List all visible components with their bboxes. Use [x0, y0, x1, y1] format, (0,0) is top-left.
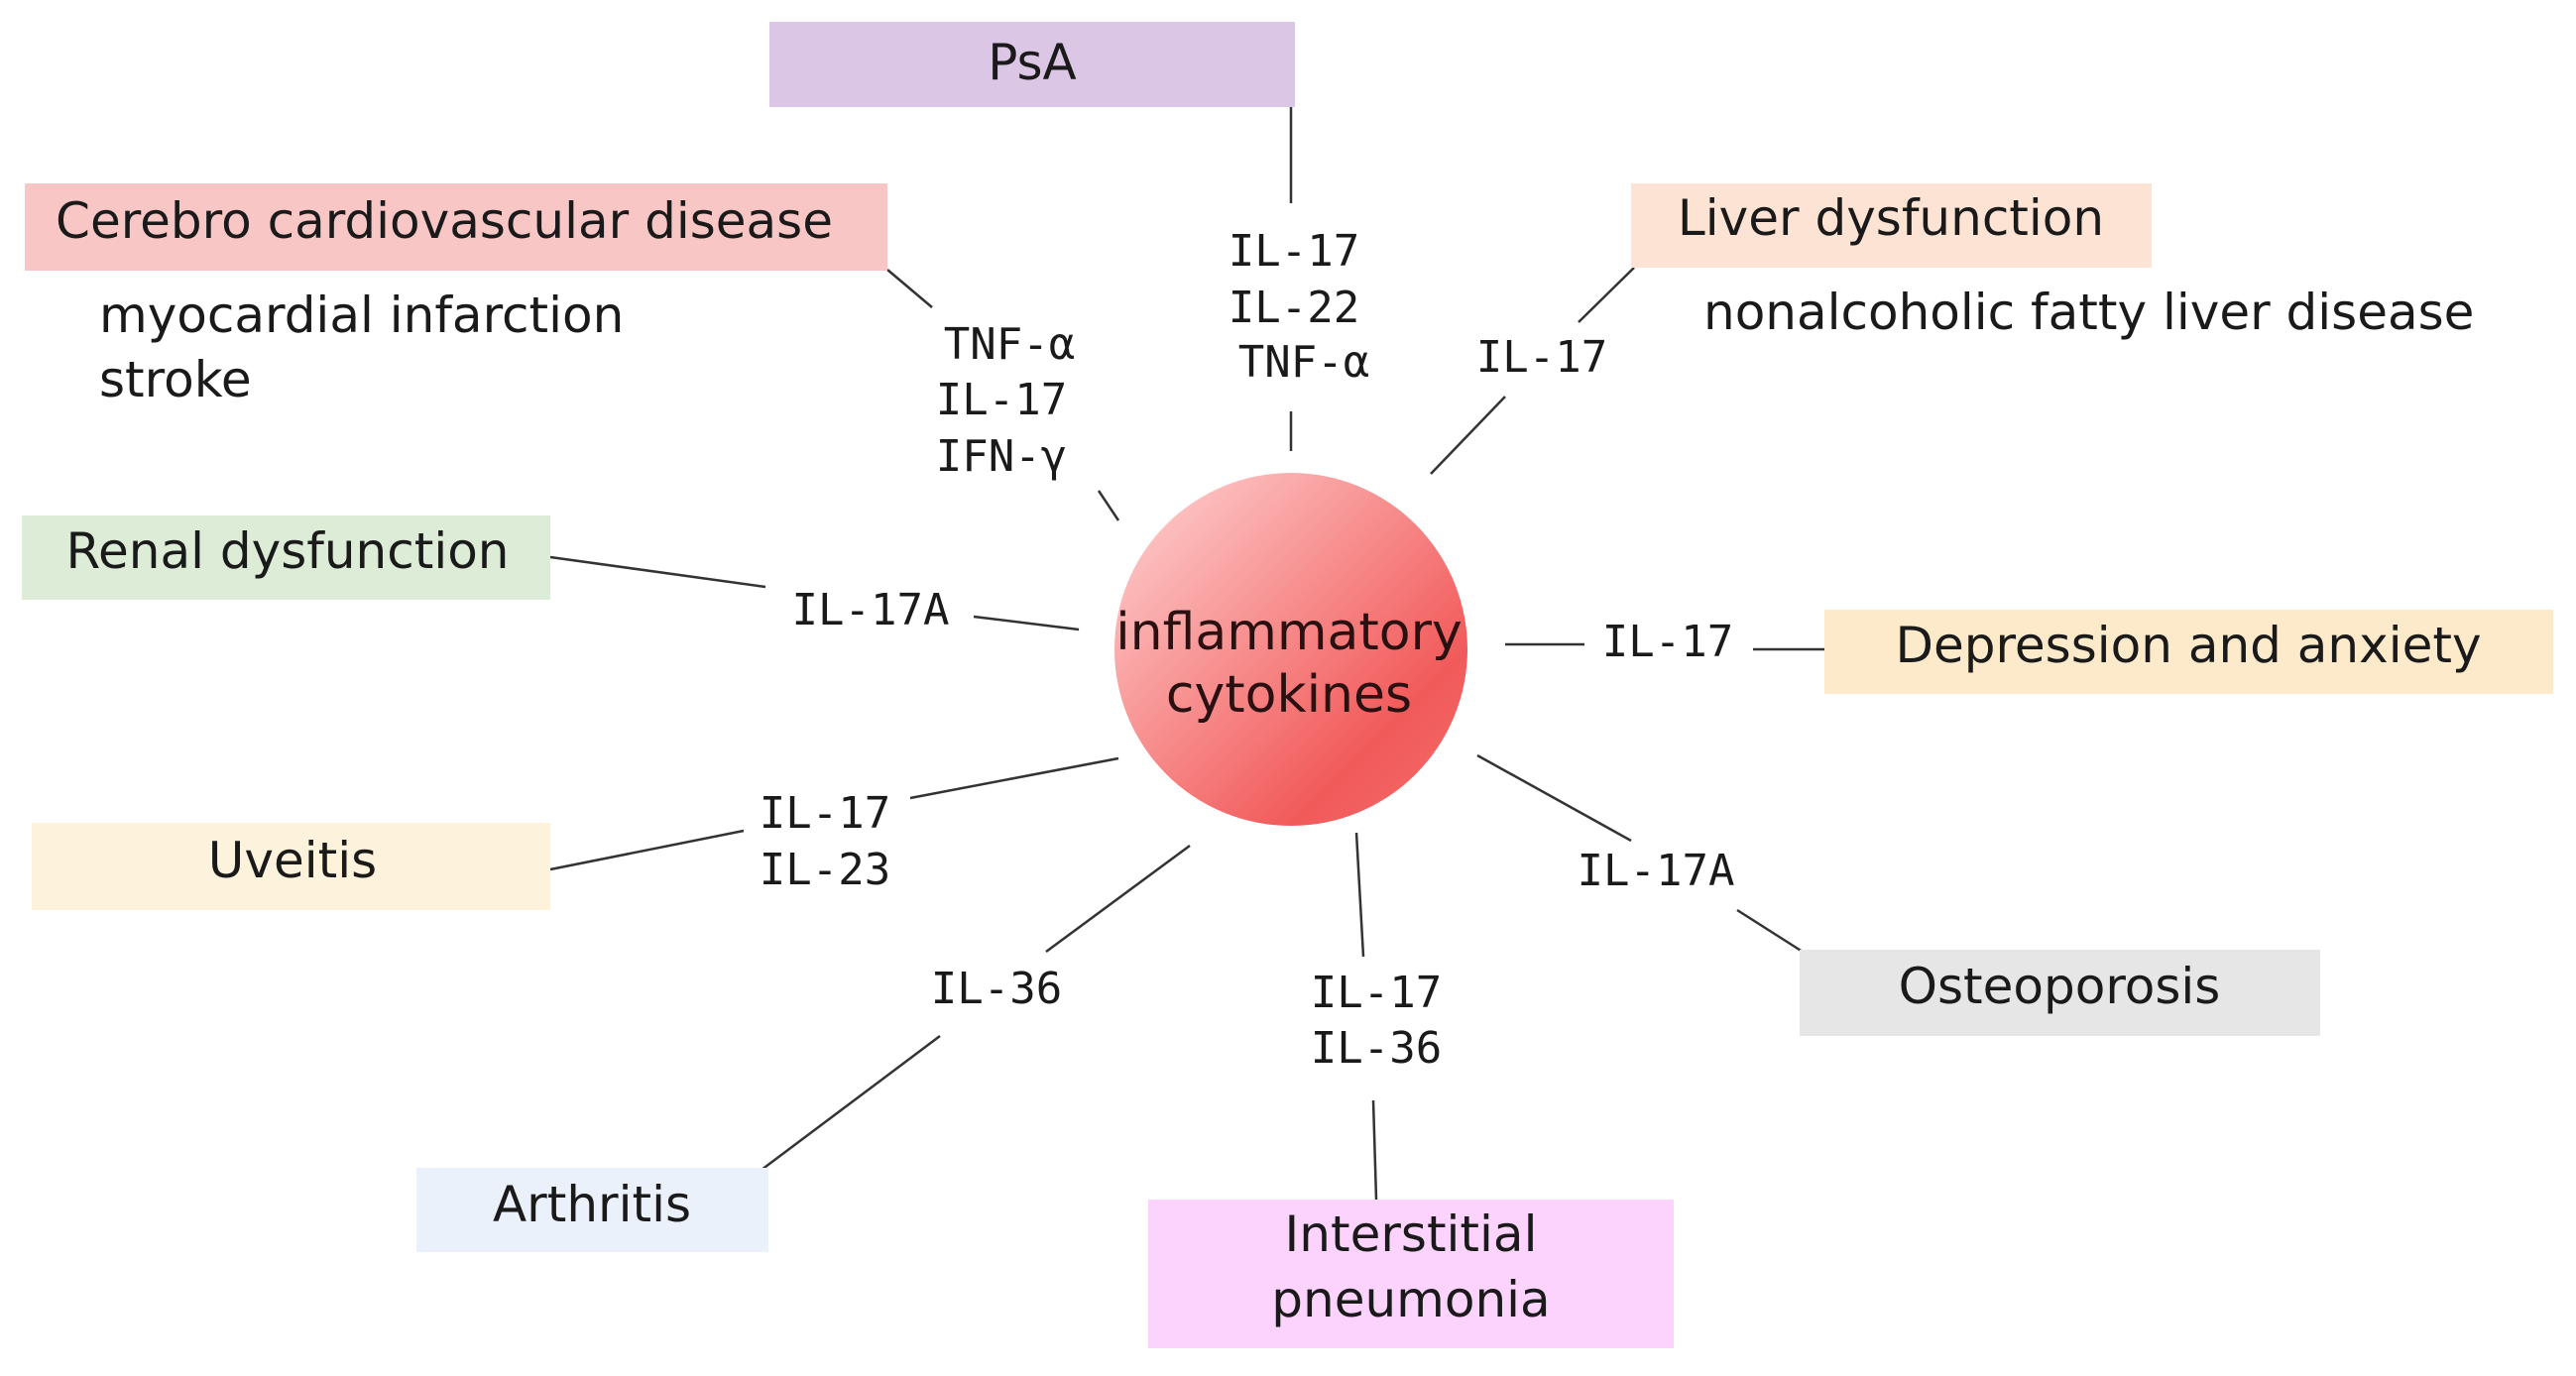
uveitis-label: Uveitis [208, 832, 377, 889]
cerebro-cytokine-2: IL-17 [936, 375, 1067, 425]
node-arthritis: Arthritis IL-36 [416, 964, 1062, 1252]
arthritis-label: Arthritis [493, 1176, 691, 1233]
cerebro-cytokine-1: TNF-α [944, 319, 1075, 370]
connector-liver-top [1578, 267, 1635, 323]
uveitis-box [32, 823, 550, 910]
cerebro-detail-1: myocardial infarction [99, 287, 624, 344]
pneumonia-cytokine-2: IL-36 [1311, 1023, 1442, 1074]
osteoporosis-label: Osteoporosis [1899, 958, 2221, 1015]
center-circle [1114, 473, 1467, 826]
connector-uveitis-left [549, 829, 745, 871]
connector-osteo-bottom [1736, 908, 1804, 954]
connector-renal-right [973, 615, 1080, 631]
center-label-line2: cytokines [1166, 665, 1412, 725]
pneumonia-label-line1: Interstitial [1285, 1205, 1538, 1263]
renal-box [22, 516, 550, 600]
liver-detail-1: nonalcoholic fatty liver disease [1703, 284, 2474, 341]
connector-liver-bottom [1430, 396, 1506, 475]
liver-cytokine-1: IL-17 [1476, 332, 1607, 383]
osteoporosis-cytokine-1: IL-17A [1578, 846, 1735, 896]
node-uveitis: Uveitis IL-17 IL-23 [32, 788, 890, 910]
connector-osteo-top [1476, 753, 1632, 843]
uveitis-cytokine-2: IL-23 [760, 845, 890, 895]
depression-cytokine-1: IL-17 [1602, 617, 1733, 667]
connector-uveitis-right [909, 756, 1119, 800]
osteoporosis-box [1800, 950, 2320, 1036]
pneumonia-box [1148, 1200, 1674, 1348]
depression-box [1824, 610, 2553, 694]
node-pneumonia: Interstitial pneumonia IL-17 IL-36 [1148, 968, 1674, 1348]
cerebro-detail-2: stroke [99, 351, 252, 408]
node-depression: Depression and anxiety IL-17 [1602, 610, 2553, 694]
pneumonia-label-line2: pneumonia [1271, 1271, 1550, 1328]
connector-pneumonia-bottom [1371, 1099, 1378, 1201]
connectors [549, 104, 1824, 1201]
connector-pneumonia-top [1354, 832, 1365, 958]
psa-box [769, 22, 1295, 107]
connector-cerebro-top [886, 269, 933, 308]
connector-renal-left [549, 555, 766, 589]
node-osteoporosis: Osteoporosis IL-17A [1578, 846, 2320, 1036]
psa-label: PsA [988, 34, 1077, 91]
cerebro-box [25, 183, 887, 271]
arthritis-box [416, 1168, 768, 1252]
connector-cerebro-bottom [1097, 490, 1120, 521]
node-psa: PsA IL-17 IL-22 TNF-α [769, 22, 1369, 388]
center-node: inflammatory cytokines [1114, 473, 1467, 826]
renal-label: Renal dysfunction [66, 522, 510, 580]
liver-label: Liver dysfunction [1678, 189, 2104, 247]
node-cerebro: Cerebro cardiovascular disease myocardia… [25, 183, 1075, 482]
arthritis-cytokine-1: IL-36 [931, 964, 1062, 1014]
connector-arthritis-bottom [761, 1035, 941, 1171]
psa-cytokine-3: TNF-α [1238, 337, 1369, 388]
uveitis-cytokine-1: IL-17 [760, 788, 890, 839]
pneumonia-cytokine-1: IL-17 [1311, 968, 1442, 1018]
node-renal: Renal dysfunction IL-17A [22, 516, 949, 635]
cerebro-cytokine-3: IFN-γ [936, 431, 1067, 482]
renal-cytokine-1: IL-17A [792, 585, 950, 635]
node-liver: Liver dysfunction nonalcoholic fatty liv… [1476, 183, 2474, 383]
depression-label: Depression and anxiety [1895, 617, 2481, 674]
liver-box [1631, 183, 2152, 268]
psa-cytokine-1: IL-17 [1229, 226, 1359, 277]
cerebro-label: Cerebro cardiovascular disease [56, 192, 833, 250]
connector-arthritis-top [1045, 844, 1191, 954]
center-label-line1: inflammatory [1115, 603, 1463, 662]
psa-cytokine-2: IL-22 [1229, 283, 1359, 333]
